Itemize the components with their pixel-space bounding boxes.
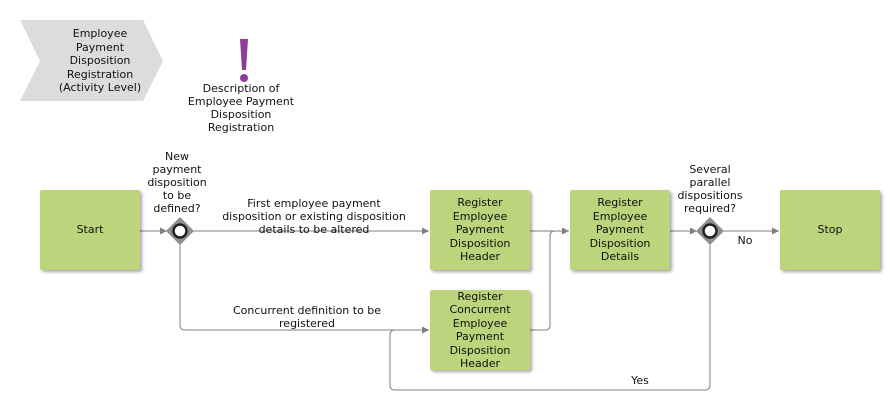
register-header-label: Register Employee Payment Disposition He… — [449, 196, 511, 264]
edge-gateway1-to-concurrent — [179, 244, 429, 334]
stop-label: Stop — [817, 223, 843, 237]
register-concurrent-label: Register Concurrent Employee Payment Dis… — [449, 289, 511, 371]
register-details-task[interactable]: Register Employee Payment Disposition De… — [570, 190, 670, 270]
gateway-1 — [166, 217, 194, 245]
description-label: Description of Employee Payment Disposit… — [187, 82, 295, 134]
process-tag-label: Employee Payment Disposition Registratio… — [58, 27, 142, 94]
edge-gateway2-yes-loop — [389, 244, 711, 391]
start-label: Start — [76, 223, 104, 237]
edge-label-concurrent: Concurrent definition to be registered — [232, 304, 382, 330]
exclamation-icon — [240, 39, 248, 82]
edge-label-first-employee: First employee payment disposition or ex… — [222, 197, 406, 236]
register-header-task[interactable]: Register Employee Payment Disposition He… — [430, 190, 530, 270]
gateway1-question: New payment disposition to be defined? — [147, 150, 207, 215]
gateway-2 — [696, 217, 724, 245]
register-details-label: Register Employee Payment Disposition De… — [589, 196, 651, 264]
process-tag[interactable]: Employee Payment Disposition Registratio… — [20, 20, 165, 102]
start-node[interactable]: Start — [40, 190, 140, 270]
chevron-shape — [20, 20, 163, 101]
edge-label-yes: Yes — [631, 374, 649, 387]
register-concurrent-task[interactable]: Register Concurrent Employee Payment Dis… — [430, 290, 530, 370]
stop-node[interactable]: Stop — [780, 190, 880, 270]
edge-concurrent-to-details — [530, 230, 556, 331]
gateway2-question: Several parallel dispositions required? — [677, 163, 743, 215]
edge-label-no: No — [737, 234, 753, 247]
